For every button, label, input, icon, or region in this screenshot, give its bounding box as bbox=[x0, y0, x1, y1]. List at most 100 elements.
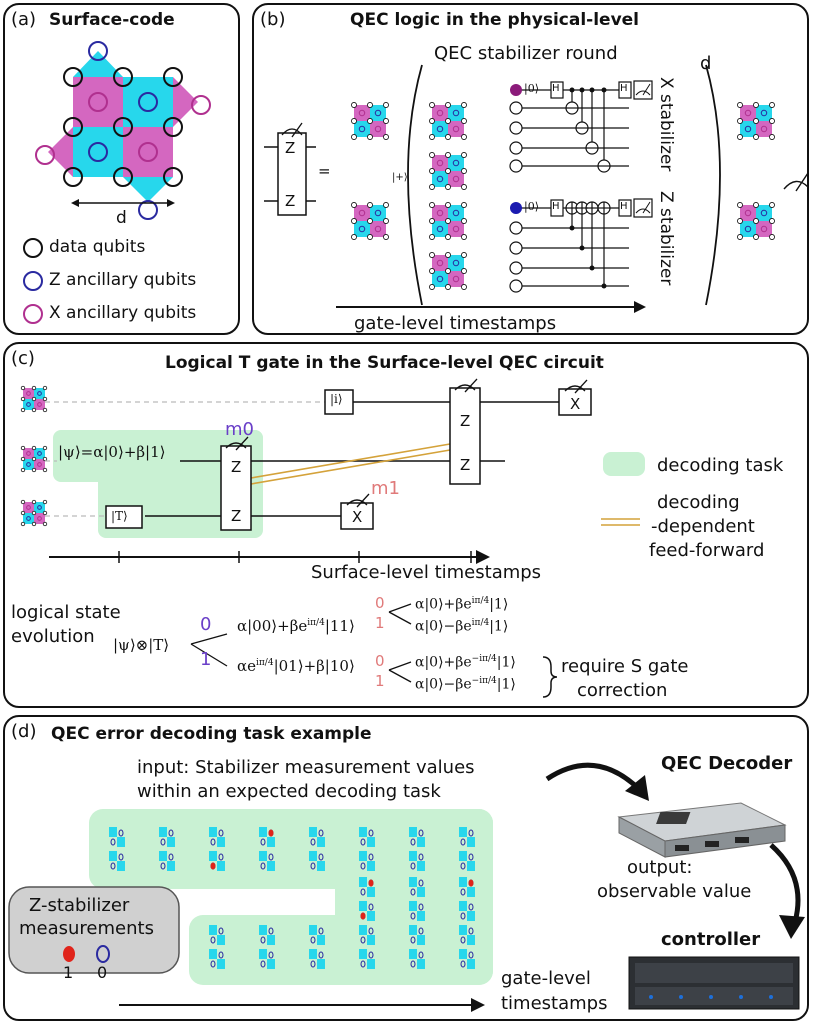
patch-round-1 bbox=[429, 102, 467, 140]
syndrome-tile bbox=[159, 827, 175, 847]
decoding-task-diagram bbox=[8, 762, 805, 1012]
branch-1-m1-top: 1 bbox=[375, 614, 385, 632]
controller-label: controller bbox=[661, 929, 761, 950]
syndrome-tile bbox=[359, 851, 375, 871]
syndrome-tile bbox=[209, 925, 225, 945]
output-line-2: observable value bbox=[597, 881, 752, 902]
syndrome-tile bbox=[459, 877, 475, 897]
state-01-10: αeiπ/4|01⟩+β|10⟩ bbox=[237, 657, 355, 675]
syndrome-tile bbox=[409, 901, 425, 921]
surface-code-lattice bbox=[23, 41, 211, 324]
x-stabilizer-label: X stabilizer bbox=[656, 77, 676, 172]
legend-data-qubit-icon bbox=[23, 238, 43, 258]
syndrome-tile bbox=[409, 949, 425, 969]
panel-c: (c) Logical T gate in the Surface-level … bbox=[3, 342, 809, 708]
syndrome-tile bbox=[459, 901, 475, 921]
x-measure-out: X bbox=[570, 395, 581, 413]
out-state-a: α|0⟩+βeiπ/4|1⟩ bbox=[415, 596, 509, 613]
zz-gate-z-top: Z bbox=[231, 458, 242, 476]
patch-left-top bbox=[351, 102, 389, 140]
legend-z-ancilla: Z ancillary qubits bbox=[49, 270, 197, 290]
syndrome-tile bbox=[209, 851, 225, 871]
panel-c-title: Logical T gate in the Surface-level QEC … bbox=[165, 353, 604, 373]
branch-1-m0: 1 bbox=[200, 649, 212, 670]
patch-right-top bbox=[737, 102, 775, 140]
panel-b-title: QEC logic in the physical-level bbox=[350, 10, 640, 30]
syndrome-tile bbox=[359, 901, 375, 921]
syndrome-tile bbox=[309, 827, 325, 847]
legend-line-2: measurements bbox=[19, 918, 154, 939]
output-line-1: output: bbox=[627, 857, 693, 878]
syndrome-tile bbox=[459, 949, 475, 969]
legend-ff-line1: decoding bbox=[657, 492, 740, 513]
zz-box-z-top: Z bbox=[285, 139, 296, 157]
legend-x-ancilla-icon bbox=[23, 304, 43, 324]
legend-ff-line2: -dependent bbox=[651, 516, 755, 537]
syndrome-tile bbox=[409, 827, 425, 847]
syndrome-tile bbox=[209, 827, 225, 847]
branch-0-m0: 0 bbox=[200, 614, 212, 635]
panel-d: (d) QEC error decoding task example inpu… bbox=[3, 715, 809, 1021]
legend-decoding-task-icon bbox=[603, 452, 645, 476]
require-s-gate-1: require S gate bbox=[561, 656, 689, 677]
legend-decoding-task: decoding task bbox=[657, 455, 784, 476]
initial-state: |ψ⟩⊗|T⟩ bbox=[113, 636, 170, 654]
z-ancilla-init: |0⟩ bbox=[524, 200, 539, 213]
qec-decoder-server-icon bbox=[617, 802, 787, 858]
syndrome-tile bbox=[359, 827, 375, 847]
x-h-gate-1: H bbox=[552, 83, 560, 94]
syndrome-tile bbox=[359, 877, 375, 897]
qec-decoder-label: QEC Decoder bbox=[661, 753, 793, 774]
ff-gate-z-top: Z bbox=[460, 412, 471, 430]
c-patch-i bbox=[20, 385, 48, 413]
evolution-label-2: evolution bbox=[11, 626, 95, 647]
out-state-d: α|0⟩−βe−iπ/4|1⟩ bbox=[415, 676, 516, 693]
panel-d-tag: (d) bbox=[11, 721, 37, 742]
zz-measure-box bbox=[277, 132, 307, 216]
syndrome-tile bbox=[459, 851, 475, 871]
ket-i-label: |i⟩ bbox=[330, 392, 343, 406]
branch-1-m1-bottom: 1 bbox=[375, 672, 385, 690]
m1-label: m1 bbox=[371, 478, 400, 499]
panel-a-title: Surface-code bbox=[49, 10, 175, 30]
syndrome-tile bbox=[109, 851, 125, 871]
legend-data-qubits: data qubits bbox=[49, 237, 146, 257]
panel-a-tag: (a) bbox=[11, 9, 37, 30]
c-patch-psi bbox=[20, 445, 48, 473]
syndrome-tile bbox=[409, 877, 425, 897]
syndrome-tile bbox=[359, 949, 375, 969]
panel-c-tag: (c) bbox=[11, 348, 35, 369]
controller-rack-icon bbox=[628, 956, 800, 1010]
legend-value-0-icon bbox=[96, 945, 110, 963]
syndrome-tile bbox=[309, 925, 325, 945]
ket-psi-label: |ψ⟩=α|0⟩+β|1⟩ bbox=[58, 443, 166, 461]
syndrome-tile bbox=[459, 827, 475, 847]
z-h-gate-1: H bbox=[552, 201, 560, 212]
syndrome-tile bbox=[209, 949, 225, 969]
equals-sign: = bbox=[318, 162, 331, 180]
out-state-c: α|0⟩+βe−iπ/4|1⟩ bbox=[415, 654, 516, 671]
syndrome-tile bbox=[359, 925, 375, 945]
syndrome-tile bbox=[259, 925, 275, 945]
patch-right-bottom bbox=[737, 202, 775, 240]
surface-level-axis-label: Surface-level timestamps bbox=[311, 562, 542, 583]
zz-box-z-bottom: Z bbox=[285, 192, 296, 210]
x-ancilla-init: |0⟩ bbox=[524, 82, 539, 95]
z-h-gate-2: H bbox=[620, 201, 628, 212]
m0-label: m0 bbox=[225, 419, 254, 440]
out-state-b: α|0⟩−βeiπ/4|1⟩ bbox=[415, 618, 509, 635]
branch-0-m1-bottom: 0 bbox=[375, 652, 385, 670]
round-repeat-d: d bbox=[700, 53, 712, 74]
legend-value-1: 1 bbox=[63, 963, 74, 982]
ket-t-label: |T⟩ bbox=[111, 509, 128, 523]
state-00-11: α|00⟩+βeiπ/4|11⟩ bbox=[237, 617, 355, 635]
patch-round-3 bbox=[429, 202, 467, 240]
syndrome-tile bbox=[109, 827, 125, 847]
patch-round-2 bbox=[429, 152, 467, 190]
plus-state-label: |+⟩ bbox=[392, 172, 408, 183]
x-measure-m1: X bbox=[352, 508, 363, 526]
ff-gate-z-bottom: Z bbox=[460, 456, 471, 474]
c-patch-t bbox=[20, 499, 48, 527]
require-s-gate-2: correction bbox=[577, 680, 668, 701]
code-distance-label: d bbox=[116, 208, 127, 228]
